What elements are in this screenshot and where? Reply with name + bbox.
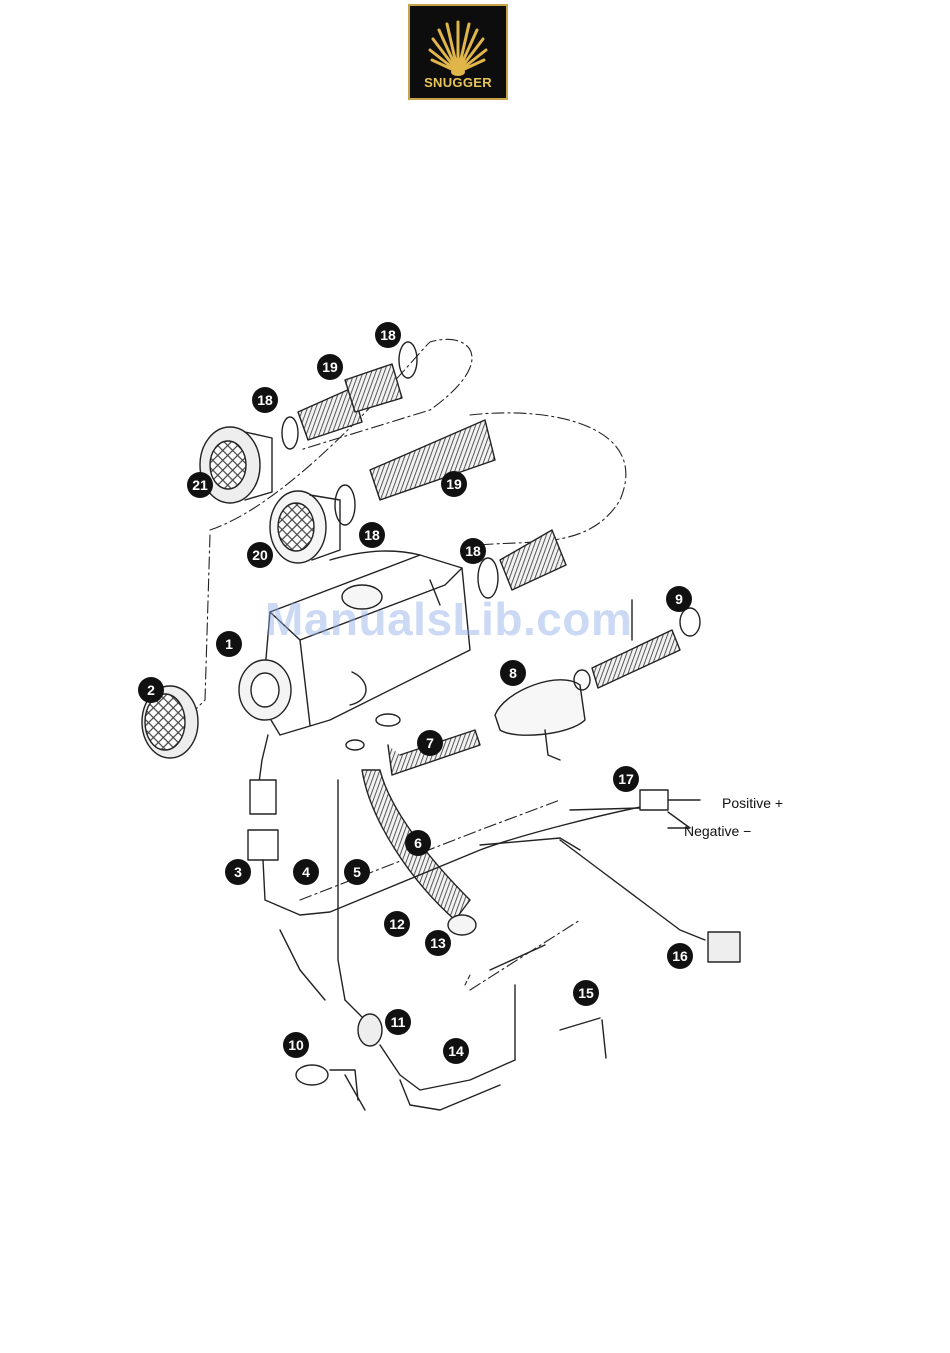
callout-15: 15	[573, 980, 599, 1006]
callout-number: 8	[509, 665, 517, 681]
callout-number: 4	[302, 864, 310, 880]
callout-number: 1	[225, 636, 233, 652]
callout-12: 12	[384, 911, 410, 937]
callout-number: 6	[414, 835, 422, 851]
callout-number: 18	[364, 527, 380, 543]
callout-number: 21	[192, 477, 208, 493]
callout-4: 4	[293, 859, 319, 885]
callout-21: 21	[187, 472, 213, 498]
callout-number: 18	[465, 543, 481, 559]
callout-number: 2	[147, 682, 155, 698]
callout-number: 16	[672, 948, 688, 964]
callout-number: 5	[353, 864, 361, 880]
callout-2: 2	[138, 677, 164, 703]
callout-11: 11	[385, 1009, 411, 1035]
callout-19: 19	[441, 471, 467, 497]
callout-number: 3	[234, 864, 242, 880]
callout-16: 16	[667, 943, 693, 969]
callout-18: 18	[359, 522, 385, 548]
callout-10: 10	[283, 1032, 309, 1058]
callout-6: 6	[405, 830, 431, 856]
positive-label: Positive +	[722, 795, 783, 811]
callout-number: 19	[322, 359, 338, 375]
callout-7: 7	[417, 730, 443, 756]
callout-number: 15	[578, 985, 594, 1001]
callout-number: 20	[252, 547, 268, 563]
callout-19: 19	[317, 354, 343, 380]
callout-number: 10	[288, 1037, 304, 1053]
callout-number: 18	[380, 327, 396, 343]
callout-number: 14	[448, 1043, 464, 1059]
callout-number: 19	[446, 476, 462, 492]
callout-18: 18	[460, 538, 486, 564]
callout-number: 9	[675, 591, 683, 607]
callout-1: 1	[216, 631, 242, 657]
callout-20: 20	[247, 542, 273, 568]
callout-18: 18	[375, 322, 401, 348]
callout-5: 5	[344, 859, 370, 885]
callout-3: 3	[225, 859, 251, 885]
callout-13: 13	[425, 930, 451, 956]
callout-number: 17	[618, 771, 634, 787]
callout-number: 13	[430, 935, 446, 951]
callout-8: 8	[500, 660, 526, 686]
callout-number: 12	[389, 916, 405, 932]
callout-number: 18	[257, 392, 273, 408]
callout-number: 11	[391, 1014, 406, 1030]
callout-14: 14	[443, 1038, 469, 1064]
callout-number: 7	[426, 735, 434, 751]
callout-18: 18	[252, 387, 278, 413]
callout-17: 17	[613, 766, 639, 792]
callout-9: 9	[666, 586, 692, 612]
negative-label: Negative −	[684, 823, 751, 839]
watermark: ManualsLib.com	[265, 592, 632, 646]
